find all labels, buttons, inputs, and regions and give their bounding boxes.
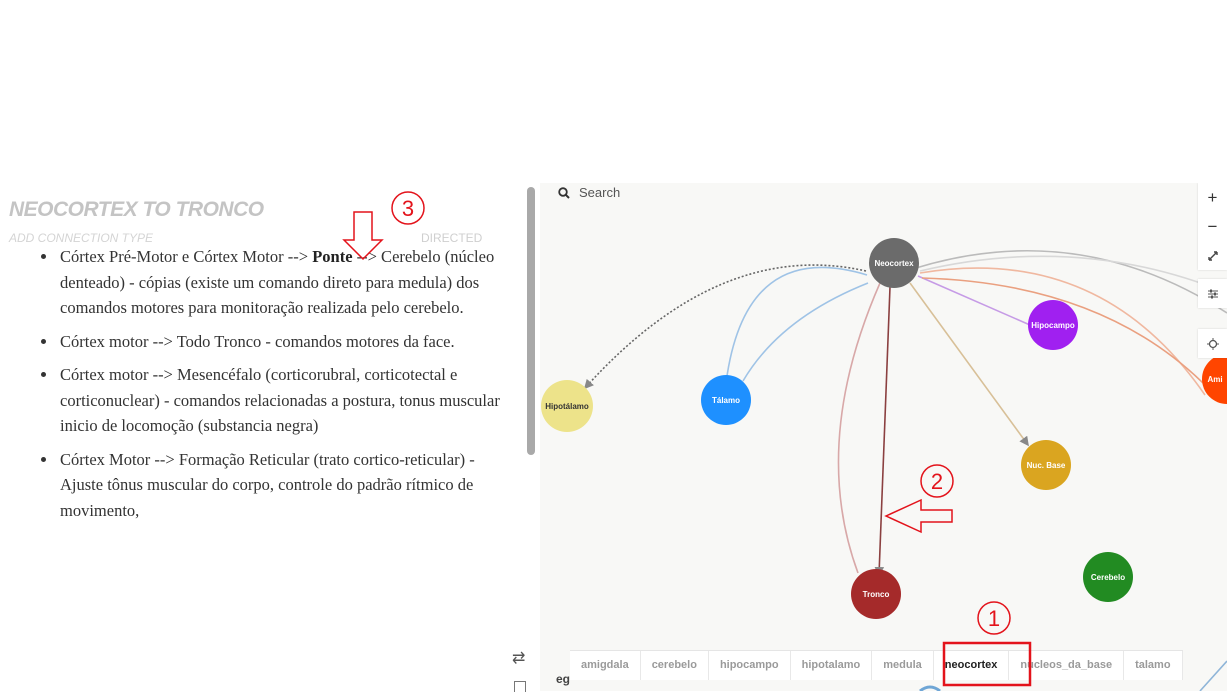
edge-amigdala-2	[919, 267, 1206, 396]
settings-toolbar	[1198, 279, 1227, 308]
edge-nucbase	[909, 282, 1029, 447]
connection-direction-toggle[interactable]: DIRECTED	[421, 231, 483, 245]
node-nucbase: Nuc. Base	[1021, 440, 1071, 490]
node-hipotalamo: Hipotálamo	[541, 380, 593, 432]
svg-text:Hipotálamo: Hipotálamo	[545, 402, 589, 411]
panel-icon[interactable]	[514, 681, 526, 692]
scrollbar-thumb[interactable]	[527, 187, 535, 455]
connection-type-input[interactable]: ADD CONNECTION TYPE	[9, 231, 154, 245]
tab-amigdala[interactable]: amigdala	[570, 651, 641, 680]
focus-toolbar	[1198, 329, 1227, 358]
node-cerebelo: Cerebelo	[1083, 552, 1133, 602]
list-item: Córtex Motor --> Formação Reticular (tra…	[58, 447, 500, 524]
tab-medula[interactable]: medula	[872, 651, 934, 680]
svg-text:Hipocampo: Hipocampo	[1031, 321, 1075, 330]
edge-amigdala-1	[915, 250, 1227, 314]
edge-tronco-2	[837, 282, 881, 574]
notes-list[interactable]: Córtex Pré-Motor e Córtex Motor --> Pont…	[36, 244, 500, 531]
tab-cerebelo[interactable]: cerebelo	[641, 651, 709, 680]
svg-text:Tronco: Tronco	[863, 590, 890, 599]
tab-talamo[interactable]: talamo	[1124, 651, 1183, 680]
node-neocortex: Neocortex	[869, 238, 919, 288]
svg-text:Cerebelo: Cerebelo	[1091, 573, 1125, 582]
edge-bottom-mid	[919, 685, 941, 691]
edge-bottom-right	[1199, 660, 1227, 691]
svg-text:Tálamo: Tálamo	[712, 396, 740, 405]
zoom-toolbar: + −	[1198, 183, 1227, 270]
svg-text:Nuc. Base: Nuc. Base	[1027, 461, 1066, 470]
edge-tronco-1	[874, 286, 891, 577]
sliders-icon[interactable]	[1198, 279, 1227, 308]
node-tronco: Tronco	[851, 569, 901, 619]
tab-hipocampo[interactable]: hipocampo	[709, 651, 791, 680]
crosshair-icon[interactable]	[1198, 329, 1227, 358]
plus-icon[interactable]: +	[1207, 187, 1218, 207]
list-item: Córtex motor --> Todo Tronco - comandos …	[58, 329, 500, 355]
node-talamo: Tálamo	[701, 375, 751, 425]
svg-text:Ami: Ami	[1207, 375, 1222, 384]
search-input[interactable]	[579, 185, 779, 200]
tab-nucleos-da-base[interactable]: nucleos_da_base	[1009, 651, 1125, 680]
node-amigdala: Ami	[1202, 354, 1227, 404]
edge-talamo-1	[725, 266, 868, 384]
search-icon	[558, 186, 570, 199]
minus-icon[interactable]: −	[1207, 216, 1218, 236]
expand-icon[interactable]	[1198, 241, 1227, 270]
connection-title: NEOCORTEX TO TRONCO	[9, 198, 264, 221]
search-bar[interactable]	[558, 185, 779, 200]
edge-hipocampo	[917, 275, 1031, 326]
tab-hipotalamo[interactable]: hipotalamo	[791, 651, 873, 680]
list-item: Córtex Pré-Motor e Córtex Motor --> Pont…	[58, 244, 500, 321]
node-hipocampo: Hipocampo	[1028, 300, 1078, 350]
edge-amigdala-4	[919, 255, 1227, 294]
tab-neocortex[interactable]: neocortex	[934, 651, 1010, 680]
edge-talamo-2	[742, 282, 869, 382]
swap-icon[interactable]: ⇄	[512, 650, 526, 667]
svg-text:Neocortex: Neocortex	[874, 259, 914, 268]
edge-amigdala-3	[921, 277, 1204, 384]
connection-detail-panel: NEOCORTEX TO TRONCO ADD CONNECTION TYPE …	[0, 183, 500, 691]
graph-canvas[interactable]: Neocortex Hipocampo Hipotálamo Tálamo Nu…	[540, 183, 1227, 691]
graph-svg: Neocortex Hipocampo Hipotálamo Tálamo Nu…	[541, 238, 1227, 691]
legend-label: eg	[556, 672, 571, 686]
list-item: Córtex motor --> Mesencéfalo (corticorub…	[58, 362, 500, 439]
edge-hipotalamo	[583, 264, 867, 390]
view-tabs: amigdala cerebelo hipocampo hipotalamo m…	[570, 650, 1183, 680]
